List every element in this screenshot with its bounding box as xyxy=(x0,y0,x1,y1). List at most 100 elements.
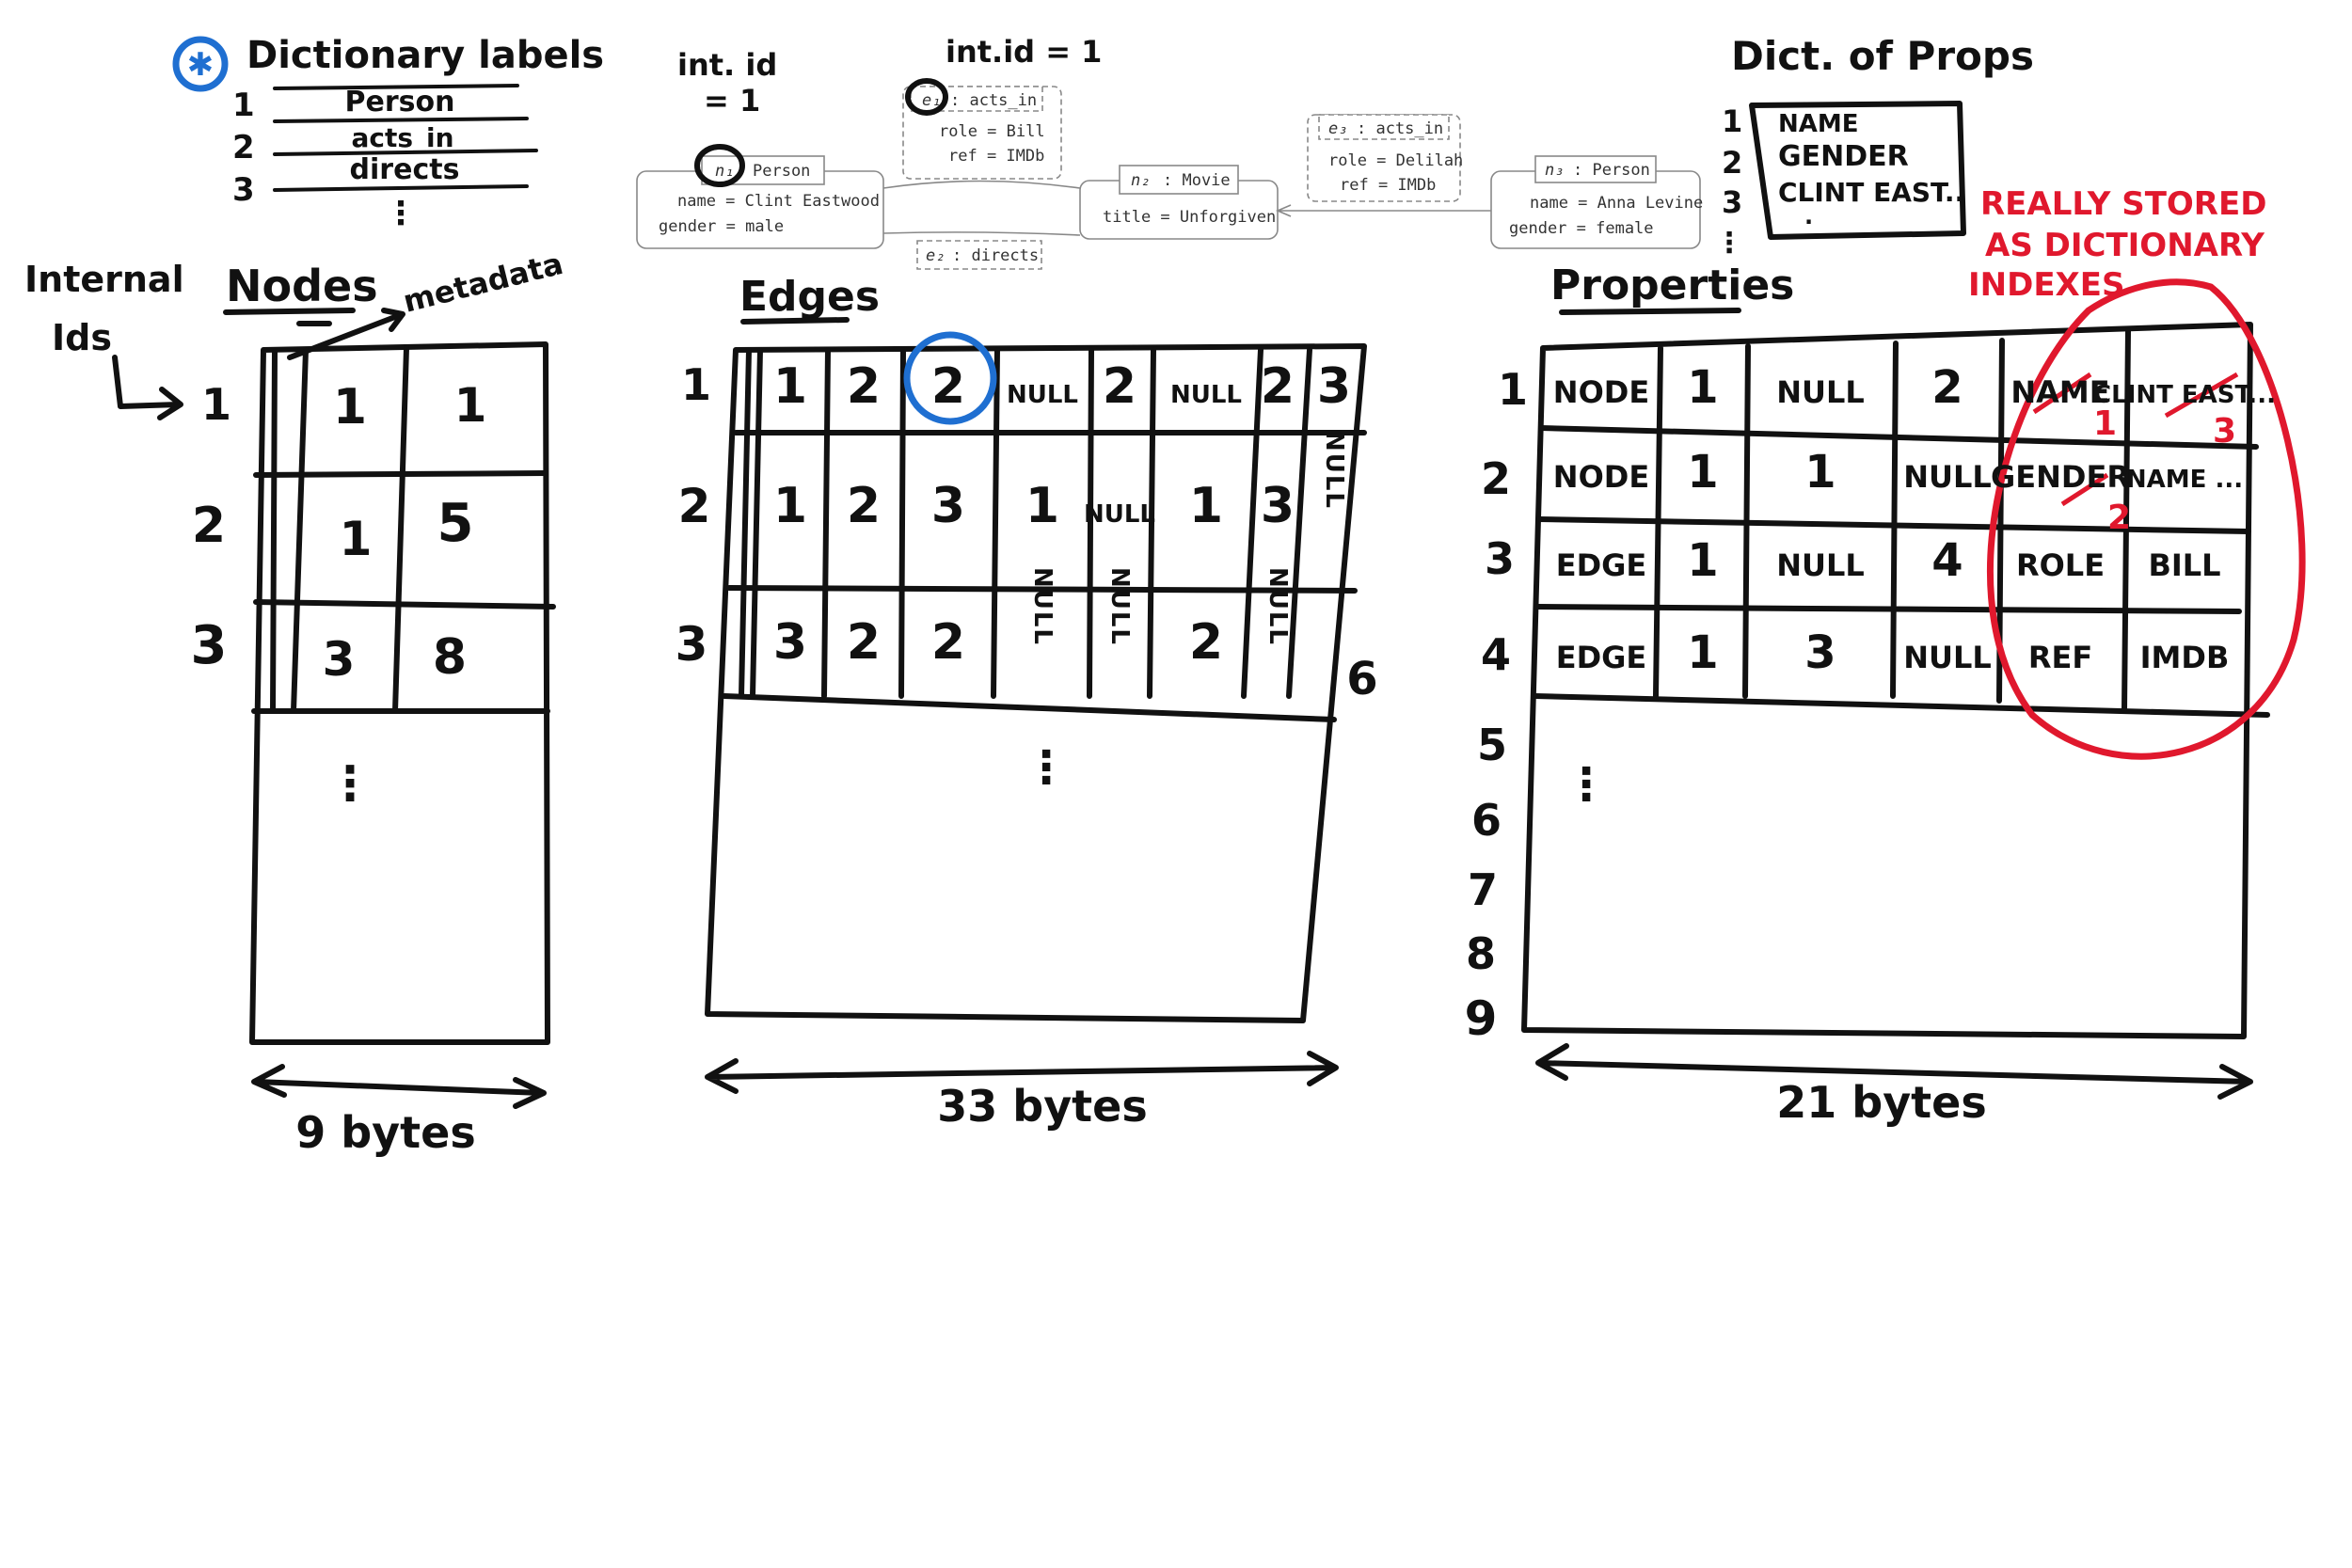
properties-cell: GENDER xyxy=(1991,459,2130,495)
red-correction: 1 xyxy=(2093,404,2117,443)
properties-cell: IMDB xyxy=(2140,640,2230,675)
props-dict-number: 2 xyxy=(1722,145,1742,181)
props-dict-entry: NAME xyxy=(1778,110,1859,138)
edge-e3-prop: role = Delilah xyxy=(1328,151,1463,170)
edges-trailing-cell: 6 xyxy=(1346,653,1377,705)
properties-title: Properties xyxy=(1550,261,1794,309)
properties-row-id: 7 xyxy=(1468,864,1498,915)
properties-cell: 1 xyxy=(1804,446,1836,499)
nodes-size-label: 9 bytes xyxy=(295,1107,476,1158)
nodes-cell: 3 xyxy=(323,632,356,687)
edges-col-divider xyxy=(821,347,831,699)
edges-col-divider xyxy=(750,347,763,699)
red-correction: 2 xyxy=(2107,499,2131,537)
labels-dict-entry: directs xyxy=(350,153,460,186)
internal-ids-label: Internal xyxy=(24,259,184,300)
properties-cell: NAME ... xyxy=(2126,466,2243,494)
node-n3-prop: gender = female xyxy=(1509,219,1654,238)
node-n1-circle xyxy=(694,144,745,187)
red-note-line: INDEXES xyxy=(1968,266,2124,304)
properties-row-id: 9 xyxy=(1465,991,1498,1046)
properties-table: Properties 1 2 3 4 5 6 7 8 9 ⋮ 21 bytes xyxy=(1465,261,2270,1128)
edges-cell: 2 xyxy=(847,478,881,534)
edge-e1-label: : acts_in xyxy=(950,91,1037,110)
edges-col-divider xyxy=(1147,347,1156,699)
edges-frame xyxy=(705,343,1367,1023)
properties-col-divider xyxy=(1890,341,1899,699)
nodes-row-divider xyxy=(253,599,556,610)
edges-cell: 2 xyxy=(1261,358,1295,415)
props-dict-box xyxy=(1749,101,1966,240)
properties-row-id: 5 xyxy=(1477,720,1507,770)
edges-cell: NULL xyxy=(1320,431,1348,510)
edges-col-divider xyxy=(1087,347,1094,699)
properties-cell: 2 xyxy=(1931,361,1963,414)
nodes-inner-left xyxy=(270,349,278,714)
int-id-node-label: int. id xyxy=(677,47,777,83)
props-dict-more: ⋮ xyxy=(1715,227,1743,260)
edge-e1-prop: ref = IMDb xyxy=(948,147,1044,166)
edge-line-e2 xyxy=(882,231,1081,236)
red-note-line: REALLY STORED xyxy=(1980,185,2266,223)
props-dict-entry: CLINT EAST.. xyxy=(1778,177,1964,208)
properties-cell: REF xyxy=(2028,640,2092,675)
props-dict-number: 1 xyxy=(1722,103,1742,139)
edge-line-e3 xyxy=(1275,204,1491,217)
properties-row-id: 8 xyxy=(1466,928,1496,979)
node-n3-header xyxy=(1534,155,1657,183)
properties-size-label: 21 bytes xyxy=(1776,1077,1987,1128)
edges-table: Edges 1 2 3 6 ⋮ 33 bytes xyxy=(675,273,1378,1132)
properties-col-divider xyxy=(1653,345,1663,699)
nodes-ellipsis: ⋮ xyxy=(326,756,373,811)
properties-cell: 1 xyxy=(1687,626,1718,679)
nodes-cell: 1 xyxy=(333,379,367,436)
edge-e1-id: e₁ xyxy=(922,91,941,110)
arrow-icon xyxy=(112,355,183,420)
properties-row-id: 2 xyxy=(1481,453,1511,504)
edge-e3-prop: ref = IMDb xyxy=(1340,176,1436,195)
properties-cell: NODE xyxy=(1553,374,1649,410)
node-n3-prop: name = Anna Levine xyxy=(1530,194,1703,213)
properties-cell: EDGE xyxy=(1556,547,1647,583)
edges-cell: 2 xyxy=(847,358,881,415)
node-n1-header xyxy=(701,155,825,185)
edges-col-divider xyxy=(1286,347,1312,699)
props-dict-dot: · xyxy=(1804,209,1813,235)
labels-dict-entry: Person xyxy=(345,86,455,119)
blue-marker-icon xyxy=(172,36,229,92)
blue-marker-glyph: ✱ xyxy=(187,46,215,84)
properties-cell: NULL xyxy=(1776,374,1865,410)
edge-e3-id: e₃ xyxy=(1328,119,1347,138)
properties-cell: NODE xyxy=(1553,459,1649,495)
red-circle xyxy=(1986,278,2306,760)
edges-row-divider xyxy=(722,693,1337,722)
edge-e2-label: : directs xyxy=(952,246,1039,265)
properties-cell: 1 xyxy=(1687,446,1718,499)
edges-cell: 3 xyxy=(931,478,965,534)
int-id-node-label: = 1 xyxy=(704,83,760,119)
edges-cell: 3 xyxy=(1317,358,1351,415)
properties-cell: NULL xyxy=(1903,459,1992,495)
edges-inner-left xyxy=(739,347,752,699)
edges-title-underline xyxy=(740,317,850,325)
node-n2-header xyxy=(1119,165,1239,195)
properties-cell: NULL xyxy=(1776,547,1865,583)
node-n2-id: n₂ xyxy=(1131,171,1150,190)
labels-dictionary: ✱ Dictionary labels 1 2 3 Person acts_in… xyxy=(172,34,604,232)
red-correction: 3 xyxy=(2213,412,2236,451)
properties-cell: 4 xyxy=(1931,534,1963,587)
edges-cell: NULL xyxy=(1263,567,1292,646)
edge-e3-label: : acts_in xyxy=(1357,119,1443,138)
nodes-row-id: 2 xyxy=(192,498,226,554)
edges-title: Edges xyxy=(739,273,880,321)
edges-highlight-circle xyxy=(903,331,997,425)
props-dict-title: Dict. of Props xyxy=(1731,33,2034,79)
properties-row-id: 4 xyxy=(1481,629,1511,680)
edge-e3-header xyxy=(1318,114,1450,140)
properties-cell: NAME xyxy=(2010,374,2109,410)
properties-row-divider xyxy=(1533,693,2270,718)
properties-cell: 3 xyxy=(1804,626,1836,679)
edges-cell: NULL xyxy=(1170,381,1242,409)
properties-frame xyxy=(1521,322,2253,1039)
properties-row-divider xyxy=(1534,604,2242,614)
